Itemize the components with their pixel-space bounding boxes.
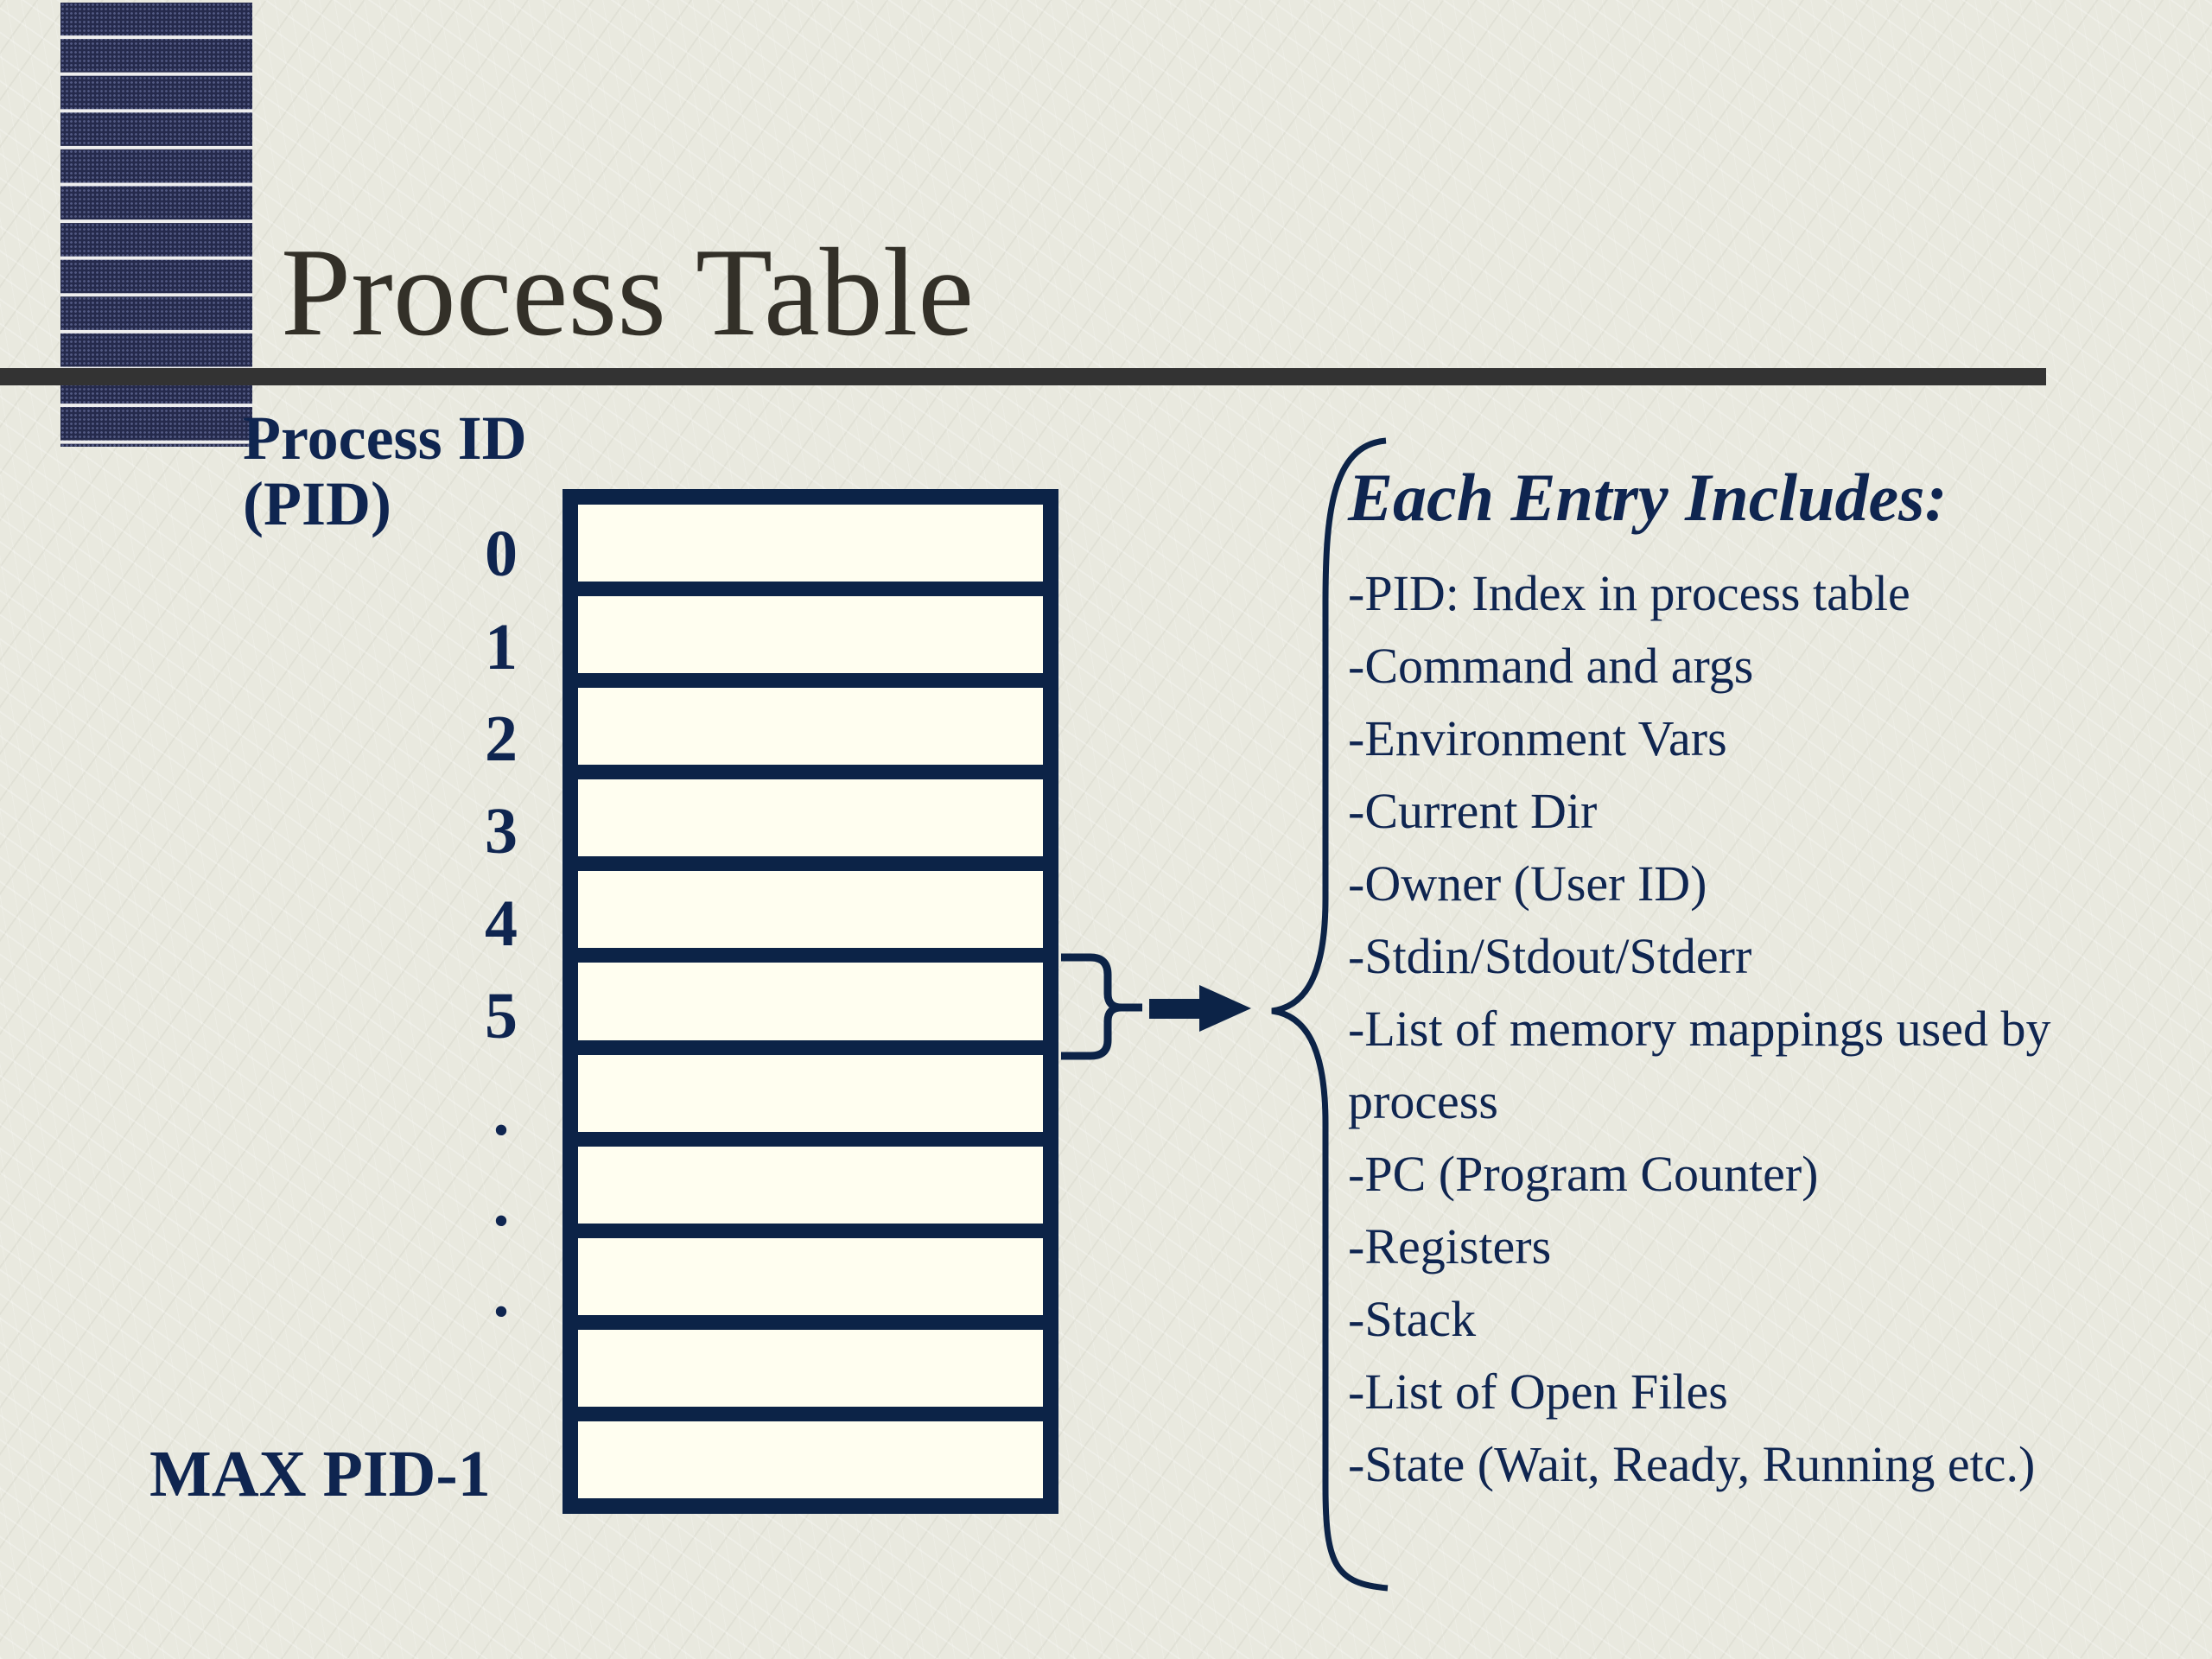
table-row bbox=[578, 1421, 1043, 1499]
table-row bbox=[578, 505, 1043, 582]
max-pid-label: MAX PID-1 bbox=[149, 1438, 491, 1510]
table-row bbox=[578, 871, 1043, 949]
entry-field-item: -PC (Program Counter) bbox=[1348, 1146, 1819, 1202]
entry-field-item: -List of memory mappings used by process bbox=[1348, 1001, 2051, 1129]
pid-column-heading: Process ID(PID) bbox=[243, 404, 527, 538]
pid-index-label: 0 bbox=[485, 518, 518, 590]
entry-field-item: -Current Dir bbox=[1348, 783, 1598, 839]
pid-index-ellipsis: . bbox=[493, 1077, 510, 1149]
table-row bbox=[578, 1329, 1043, 1407]
pid-index-label: 5 bbox=[485, 980, 518, 1052]
table-row bbox=[578, 1054, 1043, 1132]
entry-field-item: -Environment Vars bbox=[1348, 710, 1727, 766]
pid-index-ellipsis: . bbox=[493, 1258, 510, 1331]
pid-index-label: 2 bbox=[485, 702, 518, 775]
pid-index-ellipsis: . bbox=[493, 1167, 510, 1240]
table-row bbox=[578, 688, 1043, 766]
entry-field-item: -Registers bbox=[1348, 1218, 1552, 1274]
table-row bbox=[578, 596, 1043, 674]
table-row-highlighted bbox=[578, 963, 1043, 1040]
entry-field-item: -Owner (User ID) bbox=[1348, 855, 1707, 912]
table-row bbox=[578, 1146, 1043, 1224]
pid-heading-text: Process ID(PID) bbox=[243, 404, 527, 538]
row-bracket bbox=[1061, 953, 1142, 1060]
entry-field-item: -Stdin/Stdout/Stderr bbox=[1348, 928, 1752, 984]
table-row bbox=[578, 1237, 1043, 1315]
entry-field-item: -State (Wait, Ready, Running etc.) bbox=[1348, 1436, 2036, 1492]
pid-index-label: 4 bbox=[485, 887, 518, 960]
entry-field-item: -List of Open Files bbox=[1348, 1363, 1728, 1420]
title-underline-rule bbox=[0, 368, 2046, 385]
pid-index-label: 3 bbox=[485, 795, 518, 868]
entry-field-item: -Stack bbox=[1348, 1291, 1477, 1347]
curly-brace bbox=[1271, 437, 1389, 1592]
entry-fields-list: -PID: Index in process table -Command and… bbox=[1348, 557, 2152, 1501]
entry-field-item: -Command and args bbox=[1348, 638, 1754, 694]
pid-index-label: 1 bbox=[485, 611, 518, 683]
entry-fields-heading: Each Entry Includes: bbox=[1348, 460, 1948, 535]
process-table bbox=[563, 489, 1058, 1514]
slide-title: Process Table bbox=[281, 222, 975, 362]
entry-field-item: -PID: Index in process table bbox=[1348, 565, 1910, 621]
arrow-head bbox=[1199, 985, 1251, 1032]
table-row bbox=[578, 779, 1043, 857]
arrow-shaft bbox=[1149, 999, 1201, 1019]
